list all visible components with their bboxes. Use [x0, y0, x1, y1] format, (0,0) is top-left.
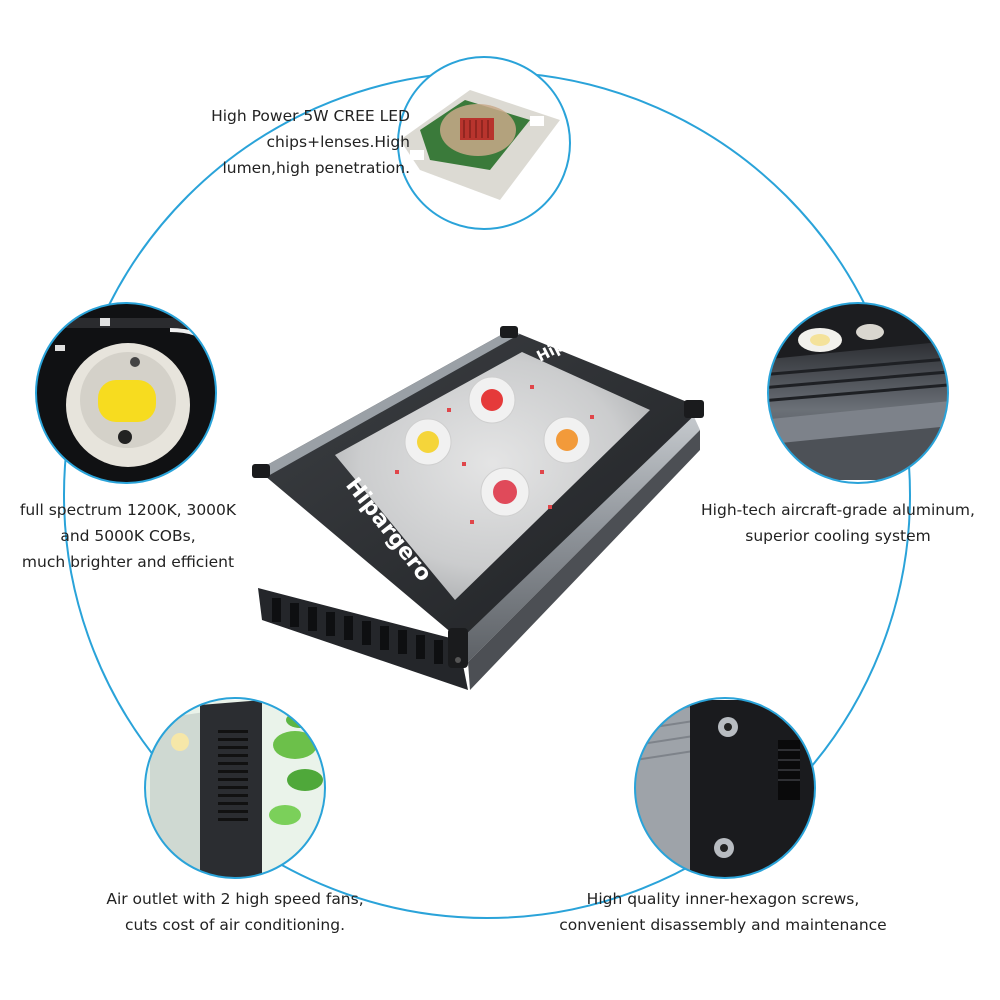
fan-outlet-closeup: [144, 697, 326, 879]
caption-screws: High quality inner-hexagon screws, conve…: [559, 890, 887, 934]
caption-led-chips: High Power 5W CREE LED chips+lenses.High…: [211, 107, 410, 177]
grow-light-product: Hipargero Hipargero: [252, 311, 704, 690]
led-chip-closeup: [397, 56, 571, 230]
cob-closeup: [35, 302, 217, 484]
aluminum-heatsink-closeup: [767, 302, 949, 484]
caption-aluminum: High-tech aircraft-grade aluminum, super…: [701, 501, 975, 545]
caption-fans: Air outlet with 2 high speed fans, cuts …: [106, 890, 364, 934]
hex-screw-closeup: [634, 697, 816, 879]
led-array: [395, 376, 594, 524]
vent-slots: [272, 598, 443, 664]
caption-cobs: full spectrum 1200K, 3000K and 5000K COB…: [19, 501, 237, 571]
